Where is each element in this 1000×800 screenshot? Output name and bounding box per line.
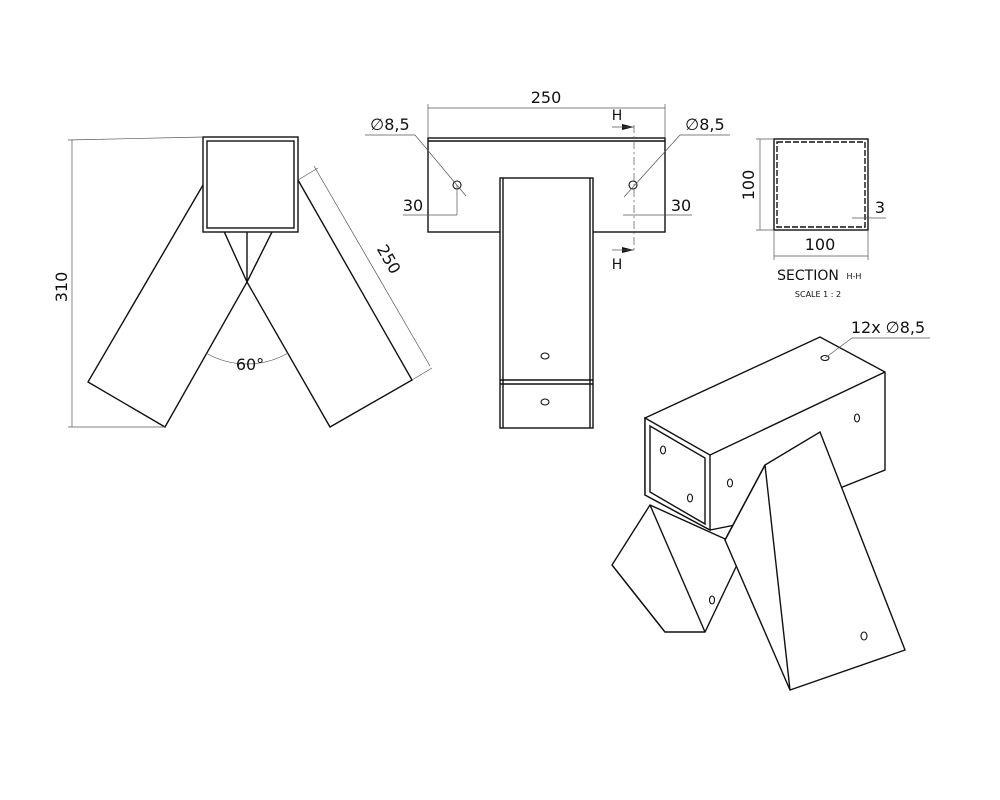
hole-right-label: ∅8,5 [685, 115, 724, 134]
leg-length-dim-label: 250 [373, 241, 405, 277]
right-leg [246, 178, 413, 428]
hole-right [628, 180, 638, 190]
leg-length-dim-line [313, 165, 431, 367]
section-inner [776, 141, 866, 228]
section-outer [773, 138, 869, 231]
hole [540, 398, 550, 406]
section-title: SECTION [777, 268, 839, 284]
top-tube-inner [206, 140, 295, 229]
height-dim-label: 310 [52, 272, 71, 303]
section-mark-bottom: H [612, 257, 623, 273]
hole-left-label: ∅8,5 [370, 115, 409, 134]
wall-thickness-label: 3 [875, 198, 885, 217]
hole [540, 352, 550, 360]
section-mark-top: H [612, 108, 623, 124]
section-title-suffix: H-H [847, 272, 862, 281]
angle-arc [205, 352, 289, 365]
section-width-label: 100 [805, 235, 836, 254]
side-view: 250 ∅8,5 ∅8,5 30 30 H H [365, 88, 730, 429]
iso-hole-note: 12x ∅8,5 [851, 318, 925, 337]
top-tube-outer [202, 136, 299, 233]
leg-tube [499, 177, 594, 429]
offset-right-label: 30 [671, 196, 691, 215]
angle-label: 60° [236, 355, 264, 374]
offset-left-label: 30 [403, 196, 423, 215]
isometric-view: 12x ∅8,5 [611, 318, 930, 691]
section-scale: SCALE 1 : 2 [795, 290, 841, 299]
front-view: 310 250 60° [52, 136, 433, 428]
section-height-label: 100 [739, 170, 758, 201]
width-dim-label: 250 [531, 88, 562, 107]
section-view: 100 100 3 SECTION H-H SCALE 1 : 2 [739, 138, 886, 299]
